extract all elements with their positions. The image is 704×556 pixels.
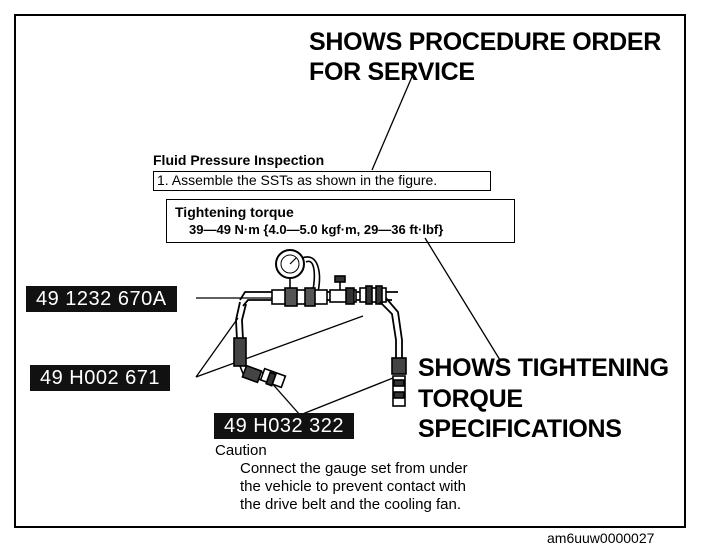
- caution-line: the drive belt and the cooling fan.: [240, 496, 461, 513]
- procedure-heading: Fluid Pressure Inspection: [153, 152, 325, 168]
- torque-box: Tightening torque 39—49 N·m {4.0—5.0 kgf…: [166, 199, 515, 243]
- caution-line: the vehicle to prevent contact with: [240, 478, 466, 495]
- figure-frame: [14, 14, 686, 528]
- procedure-leader-line: [371, 71, 415, 171]
- procedure-step-box: 1. Assemble the SSTs as shown in the fig…: [153, 171, 491, 191]
- torque-leader-line: [424, 237, 501, 361]
- sst3-leader-line-b: [299, 375, 399, 416]
- caution-text: Connect the gauge set from under the veh…: [240, 460, 468, 514]
- callout-torque-line1: SHOWS TIGHTENING: [418, 354, 669, 382]
- sst2-leader-line-a: [195, 317, 239, 378]
- callout-procedure-line1: SHOWS PROCEDURE ORDER: [309, 28, 662, 56]
- sst-label-1: 49 1232 670A: [26, 286, 177, 312]
- image-code: am6uuw0000027: [547, 530, 655, 546]
- caution-line: Connect the gauge set from under: [240, 460, 468, 477]
- callout-procedure-line2: FOR SERVICE: [309, 58, 475, 86]
- torque-value: 39—49 N·m {4.0—5.0 kgf·m, 29—36 ft·lbf}: [189, 222, 444, 237]
- torque-heading: Tightening torque: [175, 204, 294, 220]
- callout-torque-line3: SPECIFICATIONS: [418, 415, 622, 443]
- caution-title: Caution: [215, 442, 267, 459]
- callout-torque-line2: TORQUE: [418, 385, 523, 413]
- procedure-step-text: 1. Assemble the SSTs as shown in the fig…: [157, 172, 438, 188]
- sst2-leader-line-b: [195, 315, 364, 378]
- sst-label-3: 49 H032 322: [214, 413, 355, 439]
- sst-label-2: 49 H002 671: [30, 365, 171, 391]
- gauge-set-illustration: [233, 249, 407, 407]
